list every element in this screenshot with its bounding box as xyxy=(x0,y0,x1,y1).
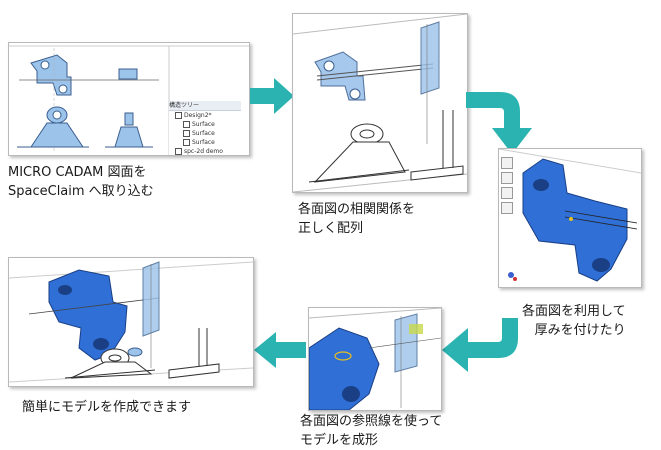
step-2-caption: 各面図の相関関係を 正しく配列 xyxy=(298,202,416,236)
step-5-screenshot xyxy=(8,257,254,387)
step-1-drawing xyxy=(9,45,249,155)
step-4-caption: 各面図の参照線を使って モデルを成形 xyxy=(300,414,443,448)
step-4-drawing xyxy=(309,308,441,410)
step-1-screenshot: 構造ツリー Design2* Surface Surface Surface s… xyxy=(8,42,250,156)
structure-tree-header: 構造ツリー xyxy=(169,101,241,111)
arrow-left-icon xyxy=(254,332,306,368)
tree-item[interactable]: Design2* xyxy=(169,111,241,120)
pull-tool-icon[interactable] xyxy=(501,172,513,184)
structure-tree-panel: 構造ツリー Design2* Surface Surface Surface s… xyxy=(169,101,241,155)
tree-item[interactable]: Surface xyxy=(169,129,241,138)
step-3-caption: 各面図を利用して 厚みを付けたり xyxy=(522,304,626,338)
step-1-caption: MICRO CADAM 図面を SpaceClaim へ取り込む xyxy=(8,165,154,199)
select-tool-icon[interactable] xyxy=(501,202,513,214)
arrow-curve-left-icon xyxy=(442,318,518,372)
step-3-drawing xyxy=(499,149,641,282)
checkbox-icon[interactable] xyxy=(175,148,182,155)
checkbox-icon[interactable] xyxy=(183,121,190,128)
tree-item[interactable]: spc-2d demo xyxy=(169,147,241,155)
step-5-caption: 簡単にモデルを作成できます xyxy=(22,400,192,415)
tree-item[interactable]: Surface xyxy=(169,120,241,129)
pointer-tool-icon[interactable] xyxy=(501,157,513,169)
step-3-screenshot xyxy=(498,148,642,288)
step-5-drawing xyxy=(9,261,253,383)
tool-palette xyxy=(501,157,513,227)
step-2-screenshot xyxy=(292,13,468,193)
move-tool-icon[interactable] xyxy=(501,187,513,199)
step-2-drawing xyxy=(293,14,467,192)
checkbox-icon[interactable] xyxy=(183,130,190,137)
arrow-curve-down-icon xyxy=(466,92,532,154)
checkbox-icon[interactable] xyxy=(183,139,190,146)
arrow-right-icon xyxy=(250,78,294,114)
checkbox-icon[interactable] xyxy=(175,112,182,119)
tree-item[interactable]: Surface xyxy=(169,138,241,147)
step-4-screenshot xyxy=(308,307,442,411)
